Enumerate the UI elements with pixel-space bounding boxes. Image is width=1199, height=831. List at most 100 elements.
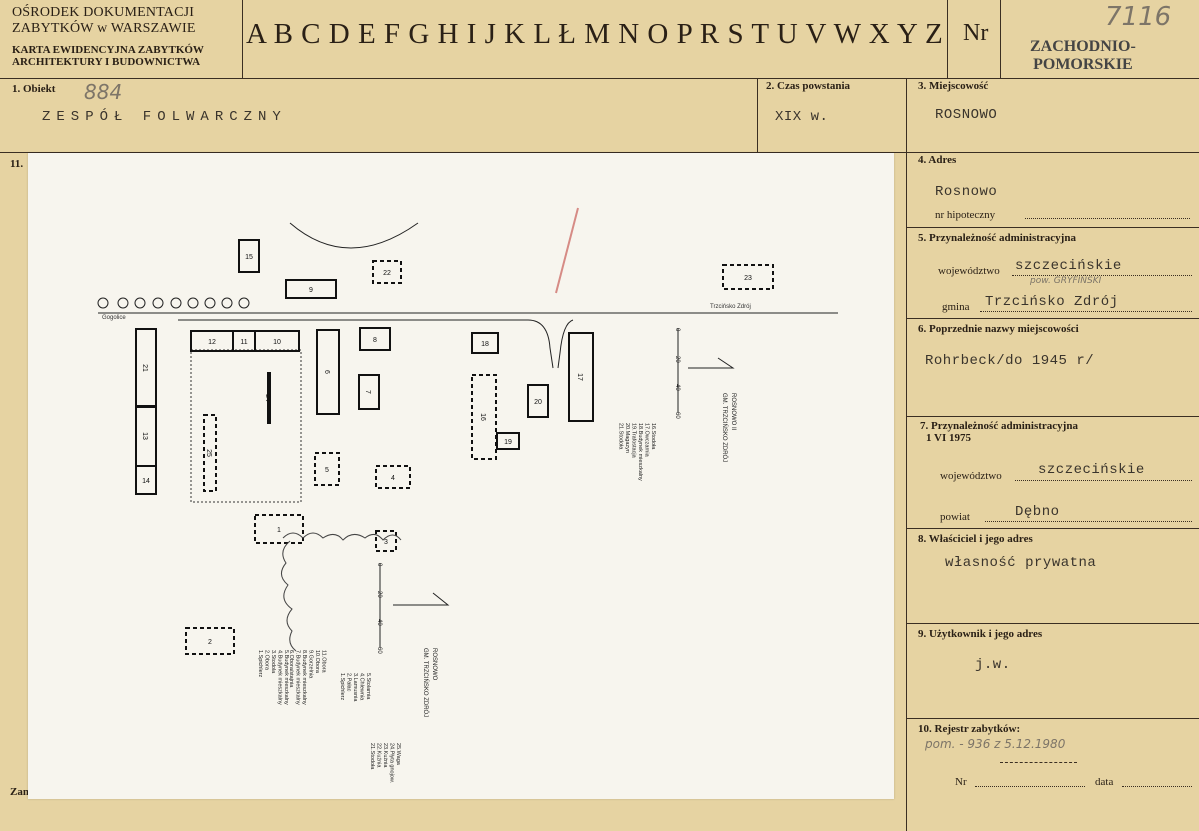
building-10: 10 [254,330,300,352]
wlasciciel-label: 8. Właściciel i jego adres [918,533,1033,545]
building-25: 25 [203,414,217,492]
building-label: 4 [391,475,395,482]
building-label: 16 [479,413,486,421]
building-label: 5 [325,467,329,474]
miejscowosc-value: ROSNOWO [935,107,998,123]
tree [97,297,109,309]
section-11-label: 11. [10,158,24,170]
building-22: 22 [372,260,402,284]
scale-tick: 60 [376,647,382,654]
tree [204,297,216,309]
tree [238,297,250,309]
building-label: 25 [205,449,212,457]
building-label: 7 [364,390,371,394]
scale-tick: 0 [674,328,680,332]
org-line-2: ZABYTKÓW w WARSZAWIE [12,21,196,36]
gmina-value: Trzcińsko Zdrój [985,294,1119,310]
building-21: 21 [135,328,157,408]
legend-item: 5.Budynek mieszkalny [283,650,289,705]
building-11: 11 [232,330,256,352]
poprzednie-value: Rohrbeck/do 1945 r/ [925,353,1095,369]
legend-item: 3.Stodola [270,650,276,674]
tree [170,297,182,309]
adres-value: Rosnowo [935,184,998,200]
legend-right-item: 18.Budynek mieszkalny [637,423,643,481]
legend-right-item: 17.Owczarnia [644,423,650,458]
building-label: 18 [481,341,489,348]
wojewodztwo-1975-value: szczecińskie [1038,462,1145,478]
gmina-label: gmina [942,301,970,313]
uzytkownik-label: 9. Użytkownik i jego adres [918,628,1043,640]
tree [117,297,129,309]
powiat-value: Dębno [1015,504,1060,520]
building-13: 13 [135,405,157,467]
building-6: 6 [316,329,340,415]
scale-tick: 40 [376,619,382,626]
legend-item: 1.Spichlerz [257,650,263,677]
legend-item: 23.Kuźnia [382,743,388,768]
wojewodztwo-1975-label: województwo [940,470,1002,482]
przyn-1975-label-2: 1 VI 1975 [926,432,972,444]
building-16: 16 [471,374,497,460]
card-title-line-1: KARTA EWIDENCYJNA ZABYTKÓW [12,44,204,56]
building-20: 20 [527,384,549,418]
czas-value: XIX w. [775,109,829,125]
region-stamp: ZACHODNIO- POMORSKIE [1030,38,1136,73]
plan-title-right: ROSNOWO II [730,393,736,431]
building-label: 8 [373,337,377,344]
building-9: 9 [285,279,337,299]
obiekt-label: 1. Obiekt [12,83,56,95]
alphabet-index: A B C D E F G H I J K L Ł M N O P R S T … [246,18,944,50]
building-label: 1 [277,527,281,534]
building-19: 19 [496,432,520,450]
przyn-1975-label-1: 7. Przynależność administracyjna [920,420,1078,432]
obiekt-handwritten: 884 [84,80,123,104]
zam-label: Zam [10,786,32,798]
legend-right-item: 16.Stodoła [650,423,656,450]
site-plan: 1234567891011121314151617181920212223242… [97,207,838,784]
tree-row [97,297,250,309]
scale-tick: 40 [674,384,680,391]
legend-item: 5.Stolarnia [365,673,371,700]
building-12: 12 [190,330,234,352]
powiat-handwritten: pow. GRYFIŃSKI [1030,276,1102,286]
scale-tick: 20 [376,591,382,598]
legend-item: 4.Chlewnia [359,673,365,701]
road-label-left: Gogolice [102,315,126,321]
building-label: 22 [383,270,391,277]
building-8: 8 [359,327,391,351]
building-7: 7 [358,374,380,410]
wlasciciel-value: własność prywatna [945,555,1097,571]
tree [152,297,164,309]
road-label-right: Trzcińsko Zdrój [710,304,751,310]
legend-item: 9.Gorzelnia [308,650,314,679]
building-label: 10 [273,339,281,346]
przynaleznosc-label: 5. Przynależność administracyjna [918,232,1076,244]
building-label: 6 [323,370,330,374]
building-24: 24 [264,372,271,424]
building-17: 17 [568,332,594,422]
legend-right-item: 21.Stodoła [618,423,624,450]
building-label: 12 [208,339,216,346]
legend-item: 8.Budynek mieszkalny [301,650,307,705]
legend-item: 21.Stodoła [369,743,375,770]
wojewodztwo-label: województwo [938,265,1000,277]
legend-item: 7.Budynek mieszkalny [295,650,301,705]
building-label: 11 [240,339,247,346]
building-label: 19 [504,439,512,446]
building-label: 21 [141,364,148,372]
scale-tick: 60 [674,412,680,419]
nr-label: Nr [963,20,989,46]
adres-label: 4. Adres [918,154,957,166]
building-label: 9 [309,287,313,294]
plan-title-right: GM. TRZCIŃSKO ZDRÓJ [721,393,728,462]
legend-item: 6.Obora/stajnia [288,650,294,688]
building-label: 24 [264,394,271,402]
legend-item: 25.Waga [395,743,401,766]
legend-item: 1.Spichlerz [339,673,345,700]
card-title-line-2: ARCHITEKTURY I BUDOWNICTWA [12,56,201,68]
building-14: 14 [135,465,157,495]
czas-label: 2. Czas powstania [766,80,851,92]
